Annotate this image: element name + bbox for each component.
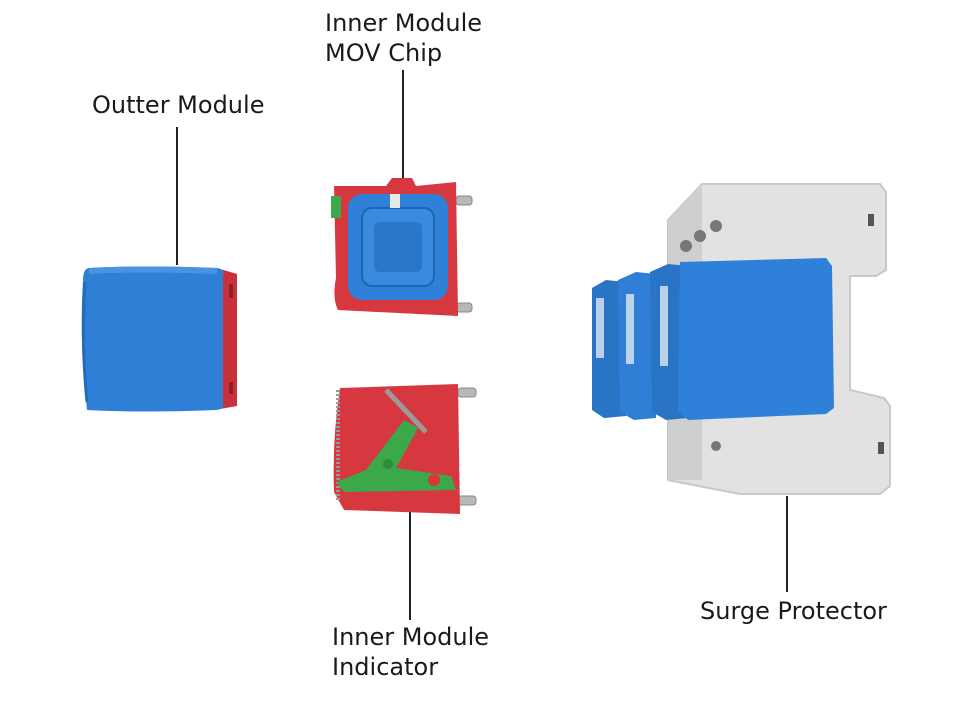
inner-indicator-leader bbox=[409, 512, 411, 620]
outer-module-label: Outter Module bbox=[92, 90, 264, 120]
inner-mov-label: Inner Module MOV Chip bbox=[325, 8, 482, 68]
surge-protector-image bbox=[592, 183, 891, 495]
inner-indicator-image bbox=[333, 384, 477, 514]
inner-mov-leader bbox=[402, 70, 404, 182]
inner-indicator-label: Inner Module Indicator bbox=[332, 622, 489, 682]
inner-indicator-label-line2: Indicator bbox=[332, 653, 439, 681]
surge-protector-leader bbox=[786, 496, 788, 592]
inner-indicator-label-line1: Inner Module bbox=[332, 623, 490, 651]
screw-terminal-icon bbox=[455, 195, 473, 313]
outer-module-label-text: Outter Module bbox=[92, 91, 265, 119]
inner-mov-label-line2: MOV Chip bbox=[325, 39, 443, 67]
inner-mov-image bbox=[331, 178, 473, 316]
screw-terminal-icon bbox=[457, 387, 477, 506]
outer-module-leader bbox=[176, 127, 178, 265]
outer-module-image bbox=[81, 266, 237, 412]
surge-protector-label: Surge Protector bbox=[700, 596, 887, 626]
inner-mov-label-line1: Inner Module bbox=[325, 9, 483, 37]
indicator-lever-icon bbox=[336, 420, 456, 492]
surge-protector-label-text: Surge Protector bbox=[700, 597, 887, 625]
